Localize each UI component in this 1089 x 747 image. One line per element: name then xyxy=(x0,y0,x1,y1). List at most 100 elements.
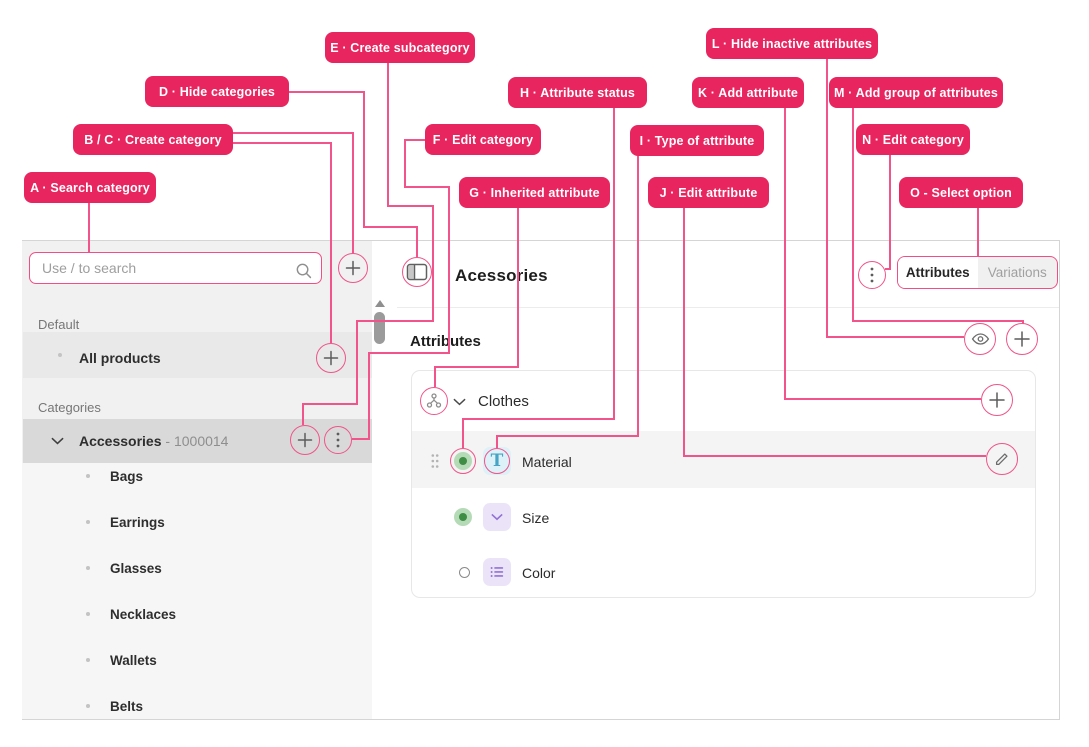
leader-line-i xyxy=(637,156,639,437)
category-code: - 1000014 xyxy=(165,433,229,449)
bullet-icon xyxy=(86,474,90,478)
attribute-status-indicator[interactable] xyxy=(459,567,470,578)
sidebar-item-necklaces[interactable]: Necklaces xyxy=(110,607,177,622)
categories-section-label: Categories xyxy=(38,400,101,415)
search-input[interactable] xyxy=(29,252,322,284)
bullet-icon xyxy=(86,704,90,708)
callout-e: E · Create subcategory xyxy=(325,32,475,63)
chevron-down-icon[interactable] xyxy=(453,397,466,406)
divider xyxy=(397,307,1059,308)
leader-line-g xyxy=(434,366,519,368)
highlight-ring-hide-categories xyxy=(402,257,432,287)
callout-g: G · Inherited attribute xyxy=(459,177,610,208)
leader-line-c xyxy=(330,142,332,343)
leader-line-m xyxy=(852,107,854,322)
highlight-ring-add-group xyxy=(1006,323,1038,355)
highlight-ring-attribute-status xyxy=(450,448,476,474)
highlight-ring-add-attribute xyxy=(981,384,1013,416)
leader-line-h xyxy=(462,418,464,448)
callout-bc: B / C · Create category xyxy=(73,124,233,155)
sidebar-item-bags[interactable]: Bags xyxy=(110,469,144,484)
subcategory-area xyxy=(22,463,372,719)
callout-n: N · Edit category xyxy=(856,124,970,155)
sidebar-item-all-products[interactable]: All products xyxy=(79,350,161,366)
bullet-icon xyxy=(86,612,90,616)
highlight-ring-create-category xyxy=(338,253,368,283)
leader-line-k xyxy=(784,108,786,400)
leader-line-k xyxy=(784,398,981,400)
leader-line-f xyxy=(404,139,406,188)
highlight-ring-header-kebab xyxy=(858,261,886,289)
callout-h: H · Attribute status xyxy=(508,77,647,108)
leader-line-h xyxy=(462,418,615,420)
leader-line-m xyxy=(1022,320,1024,324)
leader-line-e xyxy=(387,63,389,207)
attribute-name: Size xyxy=(522,510,550,526)
leader-line-n xyxy=(885,268,891,270)
leader-line-a xyxy=(88,203,90,252)
sidebar-item-earrings[interactable]: Earrings xyxy=(110,515,165,530)
callout-a: A · Search category xyxy=(24,172,156,203)
default-section-label: Default xyxy=(38,317,80,332)
leader-line-d xyxy=(416,226,418,257)
callout-f: F · Edit category xyxy=(425,124,541,155)
leader-line-f xyxy=(404,186,450,188)
selected-attribute-row-bg xyxy=(412,431,1035,488)
leader-line-o xyxy=(977,207,979,256)
leader-line-f xyxy=(352,438,369,440)
callout-l: L · Hide inactive attributes xyxy=(706,28,878,59)
leader-line-f xyxy=(405,139,425,141)
highlight-ring-category-kebab xyxy=(324,426,352,454)
tab-selector: Attributes Variations xyxy=(897,256,1058,289)
category-name: Accessories xyxy=(79,433,162,449)
leader-line-c xyxy=(233,142,331,144)
all-products-row-bg xyxy=(23,332,372,378)
leader-line-d xyxy=(363,226,418,228)
highlight-ring-hide-inactive xyxy=(964,323,996,355)
scrollbar-thumb[interactable] xyxy=(374,312,385,344)
leader-line-f xyxy=(368,352,370,440)
bullet-icon xyxy=(86,566,90,570)
tab-attributes[interactable]: Attributes xyxy=(898,257,978,288)
tab-variations[interactable]: Variations xyxy=(987,265,1047,280)
leader-line-m xyxy=(852,320,1024,322)
callout-m: M · Add group of attributes xyxy=(829,77,1003,108)
highlight-ring-edit-attribute xyxy=(986,443,1018,475)
attributes-section-title: Attributes xyxy=(410,333,481,350)
leader-line-b xyxy=(233,132,353,134)
highlight-ring-attribute-type xyxy=(484,448,510,474)
bullet-icon xyxy=(58,353,62,357)
leader-line-e xyxy=(302,403,358,405)
leader-line-h xyxy=(613,108,615,420)
callout-k: K · Add attribute xyxy=(692,77,804,108)
attribute-status-indicator[interactable] xyxy=(454,508,472,526)
leader-line-e xyxy=(356,320,434,322)
leader-line-i xyxy=(496,435,498,448)
sidebar-item-glasses[interactable]: Glasses xyxy=(110,561,162,576)
callout-o: O - Select option xyxy=(899,177,1023,208)
scrollbar-up-arrow[interactable] xyxy=(375,300,385,307)
sidebar-item-wallets[interactable]: Wallets xyxy=(110,653,157,668)
leader-line-j xyxy=(683,208,685,457)
leader-line-g xyxy=(434,366,436,387)
drag-handle[interactable] xyxy=(430,453,440,469)
attribute-name: Color xyxy=(522,565,556,581)
leader-line-d xyxy=(363,91,365,228)
leader-line-d xyxy=(289,91,365,93)
highlight-ring-create-subcategory xyxy=(290,425,320,455)
attribute-type-icon-dropdown xyxy=(483,503,511,531)
attribute-name: Material xyxy=(522,454,572,470)
group-name: Clothes xyxy=(478,393,529,410)
bullet-icon xyxy=(86,658,90,662)
chevron-down-icon[interactable] xyxy=(50,436,64,445)
sidebar-item-accessories[interactable]: Accessories - 1000014 xyxy=(79,433,228,449)
leader-line-e xyxy=(387,205,434,207)
highlight-ring-create-category-inline xyxy=(316,343,346,373)
sidebar-item-belts[interactable]: Belts xyxy=(110,699,144,714)
leader-line-l xyxy=(826,336,964,338)
callout-i: I · Type of attribute xyxy=(630,125,764,156)
highlight-ring-inherited-attribute xyxy=(420,387,448,415)
